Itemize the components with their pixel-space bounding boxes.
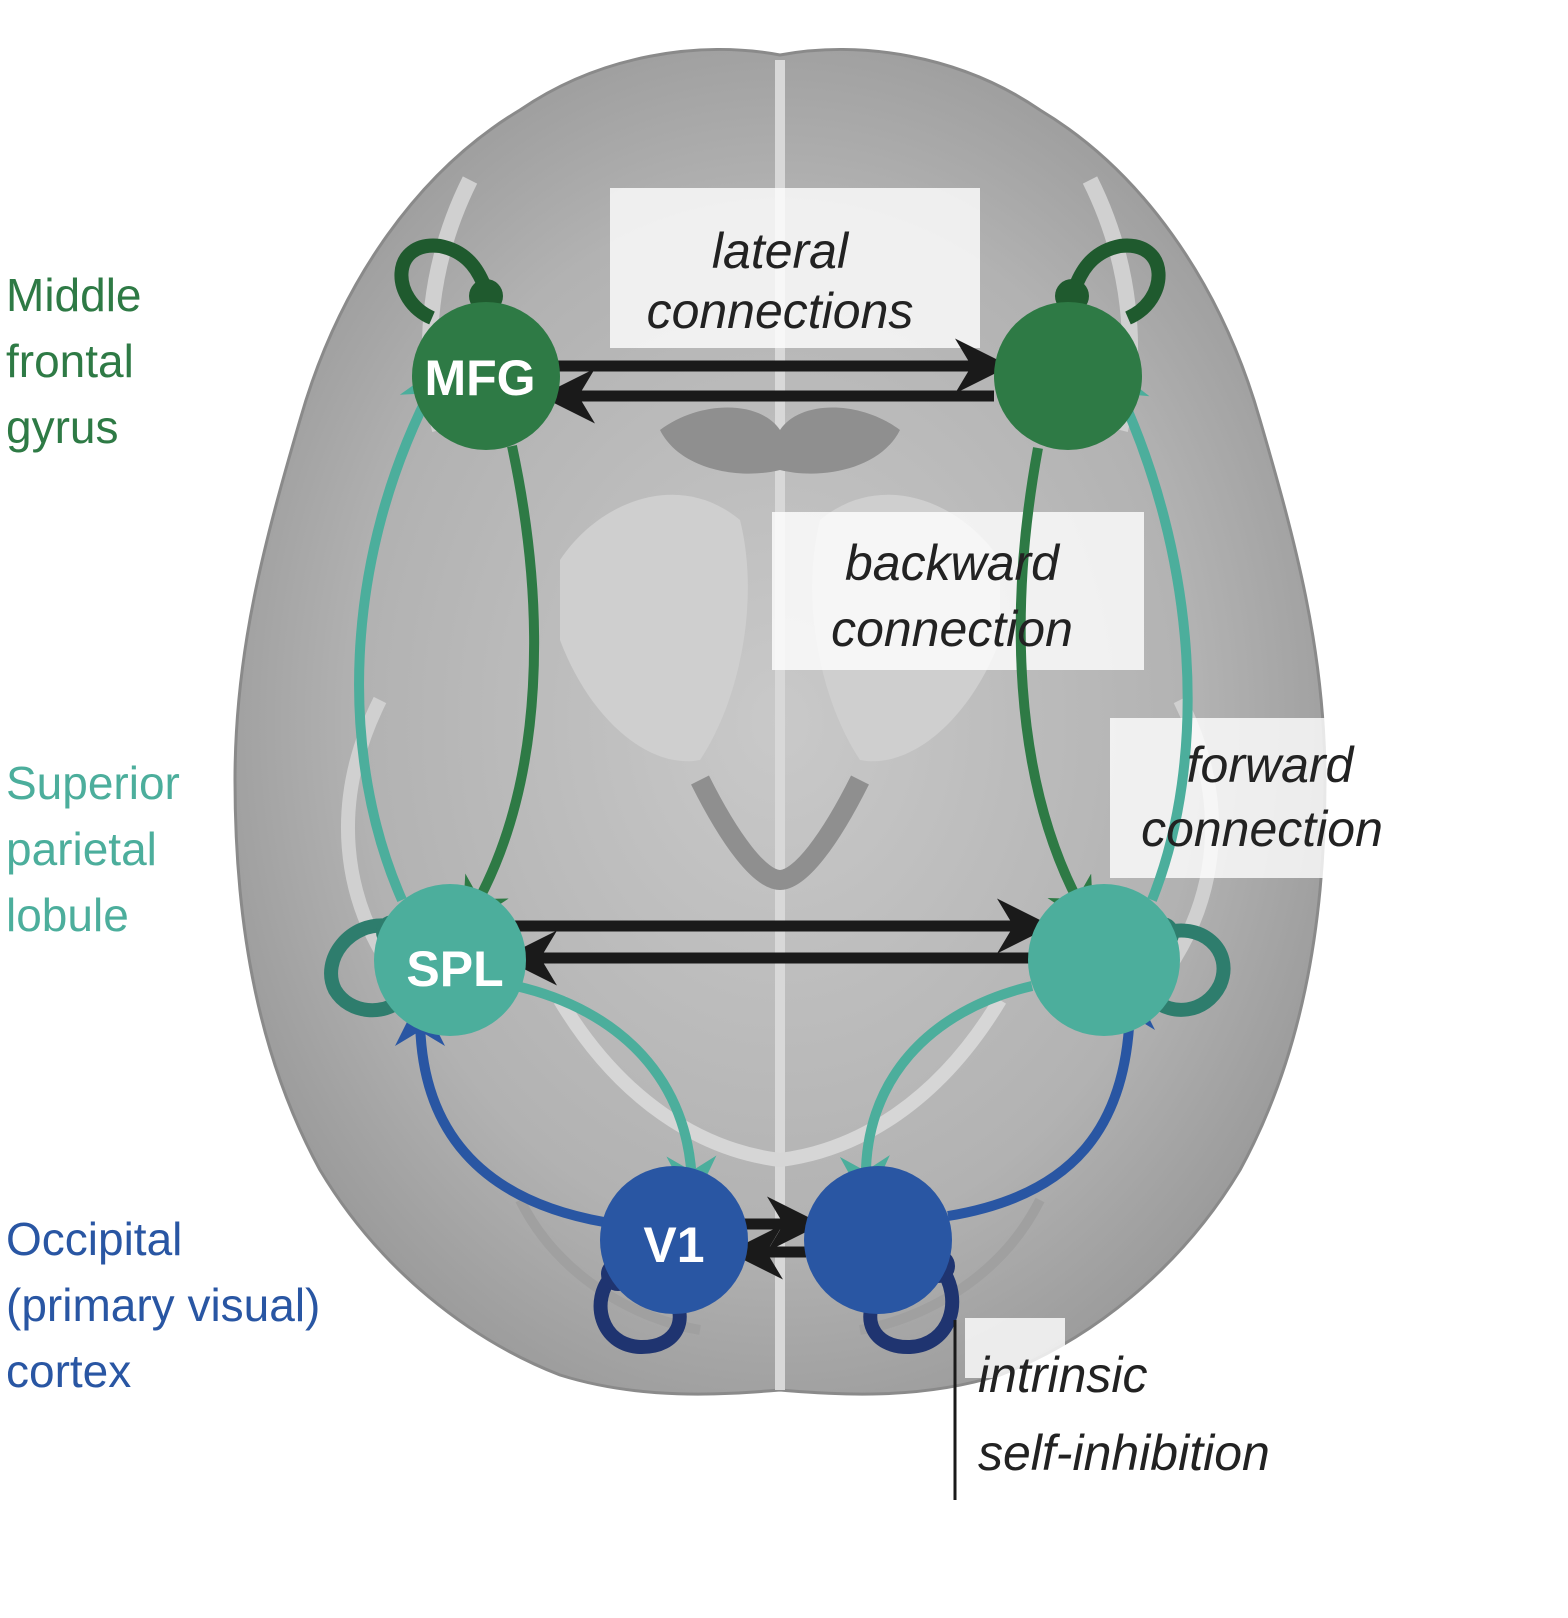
v1-region-label: Occipital (primary visual) cortex: [6, 1213, 321, 1397]
spl-region-label: Superior parietal lobule: [6, 757, 180, 941]
lateral-label-box: [610, 188, 980, 348]
spl-node-label: SPL: [406, 941, 503, 997]
forward-label-line2: connection: [1141, 801, 1383, 857]
v1-to-spl-arrow-left: [395, 996, 605, 1227]
mfg-right-node: [994, 302, 1142, 450]
backward-label-box: [772, 512, 1144, 670]
mfg-node-label: MFG: [424, 350, 535, 406]
nodes: [374, 302, 1180, 1314]
intrinsic-label-line2: self-inhibition: [978, 1425, 1270, 1481]
intrinsic-label-line1: intrinsic: [978, 1347, 1147, 1403]
lateral-label-line1: lateral: [712, 223, 850, 279]
forward-arrow-left: [354, 362, 446, 903]
v1-right-node: [804, 1166, 952, 1314]
mfg-region-label: Middle frontal gyrus: [6, 269, 142, 453]
forward-label-box: [1110, 718, 1336, 878]
spl-left-node: [374, 884, 526, 1036]
v1-left-node: [600, 1166, 748, 1314]
backward-arrow-right: [1015, 447, 1094, 930]
spl-to-v1-arrow-right: [839, 981, 1034, 1206]
lateral-label-line2: connections: [647, 283, 914, 339]
spl-to-v1-arrow-left: [514, 981, 717, 1206]
backward-label-line2: connection: [831, 601, 1073, 657]
mfg-left-node: [412, 302, 560, 450]
v1-node-label: V1: [643, 1217, 704, 1273]
backward-arrow-left: [462, 444, 540, 930]
v1-to-spl-arrow-right: [947, 980, 1155, 1221]
spl-right-node: [1028, 884, 1180, 1036]
forward-arrow-right: [1104, 361, 1193, 902]
intrinsic-label-box: [965, 1318, 1065, 1378]
backward-label-line1: backward: [845, 535, 1061, 591]
forward-label-line1: forward: [1187, 737, 1356, 793]
